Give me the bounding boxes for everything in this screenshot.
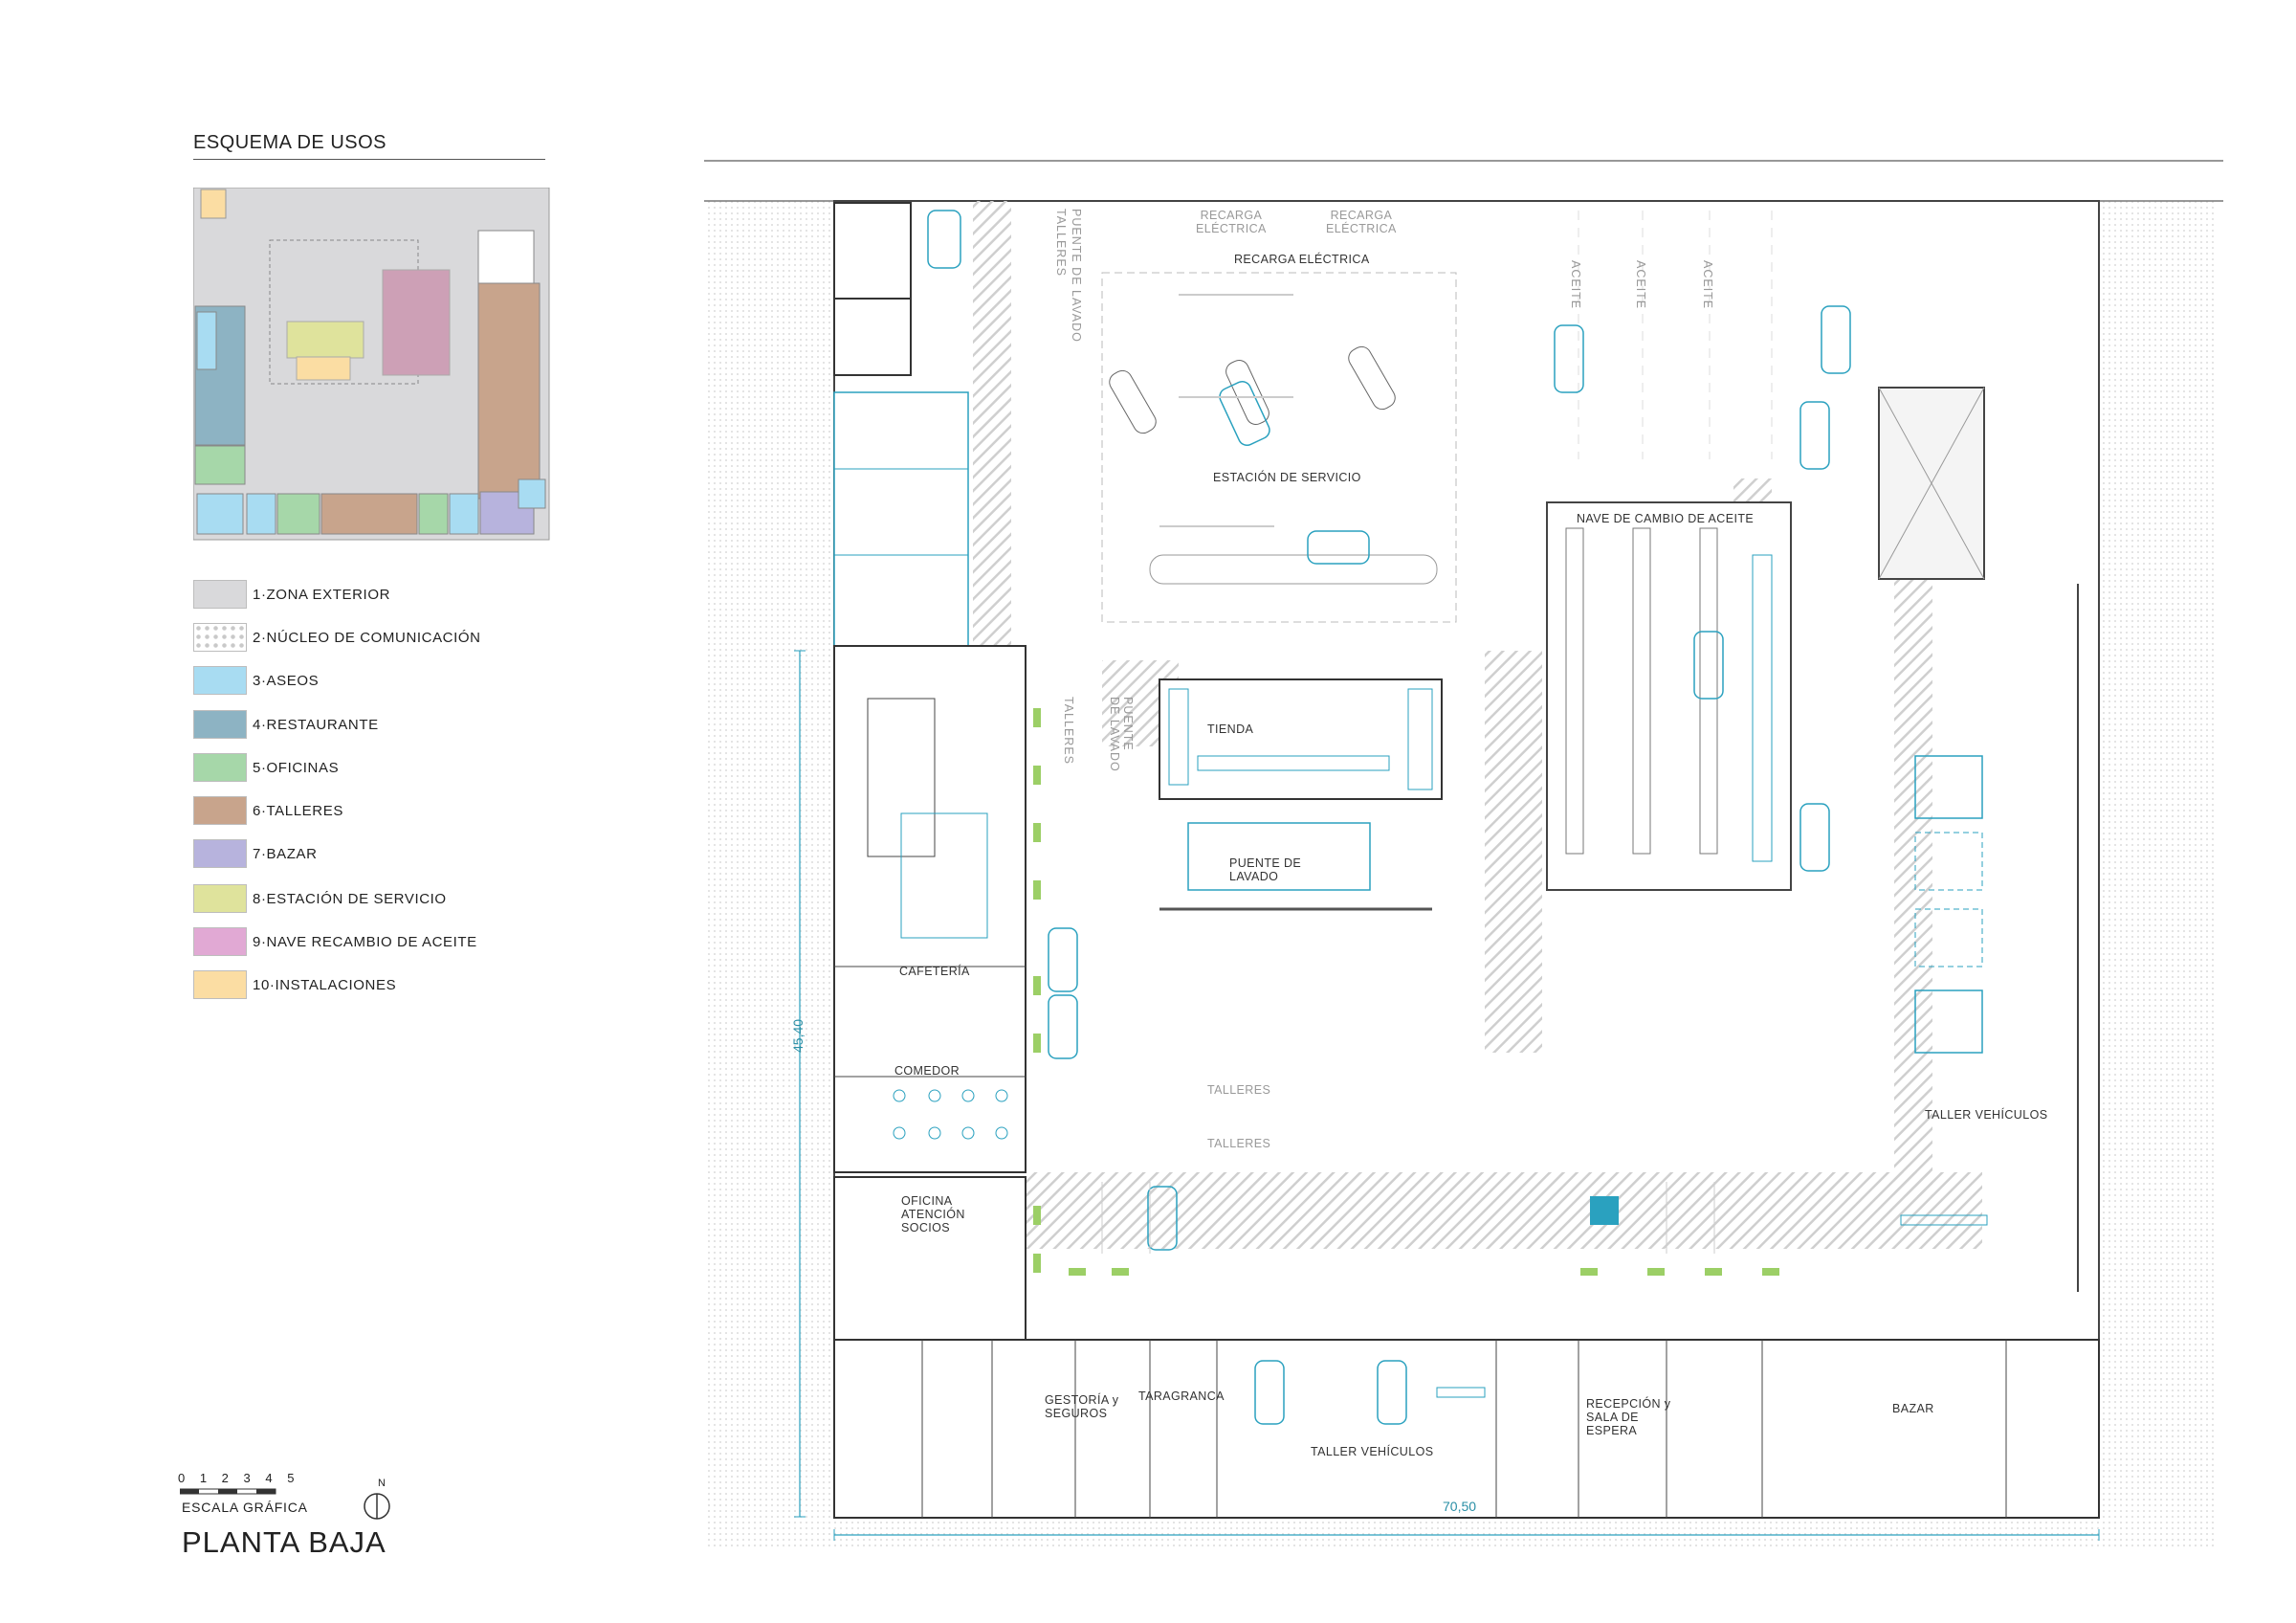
nave-label: NAVE DE CAMBIO DE ACEITE [1577,512,1755,525]
legend-label: 1·ZONA EXTERIOR [253,586,391,603]
legend-swatch [193,753,247,782]
floor-plan [704,160,2223,1550]
legend-label: 4·RESTAURANTE [253,716,379,733]
legend-label: 2·NÚCLEO DE COMUNICACIÓN [253,629,481,646]
recarga-main-label: RECARGA ELÉCTRICA [1234,253,1370,266]
legend-item: 4·RESTAURANTE [193,710,379,739]
talleres-vertical-label-mid: TALLERES [1062,697,1075,765]
legend-label: 10·INSTALACIONES [253,976,397,993]
legend-item: 9·NAVE RECAMBIO DE ACEITE [193,927,477,956]
legend-swatch [193,839,247,868]
height-dimension: 45,40 [790,1018,806,1053]
aceite-label-1: ACEITE [1569,260,1582,310]
puente-lavado-label: PUENTE DE LAVADO [1229,856,1302,883]
aceite-label-3: ACEITE [1701,260,1714,310]
legend-swatch [193,970,247,999]
recarga-label-2: RECARGA ELÉCTRICA [1326,209,1397,235]
north-arrow-icon [364,1493,390,1520]
legend-title: ESQUEMA DE USOS [193,132,386,153]
taragranca-label: TARAGRANCA [1138,1390,1225,1403]
scale-numbers: 0 1 2 3 4 5 [178,1471,300,1485]
puente-vertical-label-top: PUENTE DE LAVADO [1070,209,1083,343]
plan-title: PLANTA BAJA [182,1525,386,1559]
width-dimension: 70,50 [1443,1499,1477,1514]
legend-item: 3·ASEOS [193,666,319,695]
puente-vertical-label-mid: PUENTE DE LAVADO [1108,697,1135,772]
scale-label: ESCALA GRÁFICA [182,1500,308,1515]
scale-bar [180,1488,276,1495]
legend-item: 7·BAZAR [193,839,318,868]
gestoria-label: GESTORÍA y SEGUROS [1045,1393,1119,1420]
legend-item: 1·ZONA EXTERIOR [193,580,390,609]
legend-swatch [193,580,247,609]
aceite-label-2: ACEITE [1634,260,1647,310]
legend-item: 6·TALLERES [193,796,343,825]
legend-label: 5·OFICINAS [253,759,340,776]
tienda-label: TIENDA [1207,723,1254,736]
recarga-label-1: RECARGA ELÉCTRICA [1196,209,1267,235]
bazar-label: BAZAR [1892,1402,1934,1415]
legend-swatch [193,927,247,956]
comedor-label: COMEDOR [894,1064,960,1078]
legend-swatch [193,796,247,825]
talleres-label-1: TALLERES [1207,1083,1271,1097]
legend-item: 8·ESTACIÓN DE SERVICIO [193,884,447,913]
legend-divider [193,159,545,160]
legend-label: 3·ASEOS [253,672,320,689]
usage-scheme-map [193,188,550,541]
cafeteria-label: CAFETERÍA [899,965,970,978]
legend-label: 8·ESTACIÓN DE SERVICIO [253,890,447,907]
legend-swatch [193,666,247,695]
legend-item: 10·INSTALACIONES [193,970,396,999]
legend-item: 5·OFICINAS [193,753,339,782]
legend-label: 6·TALLERES [253,802,343,819]
legend-item: 2·NÚCLEO DE COMUNICACIÓN [193,623,481,652]
oficina-label: OFICINA ATENCIÓN SOCIOS [901,1194,965,1234]
north-label: N [378,1478,386,1489]
talleres-label-2: TALLERES [1207,1137,1271,1150]
taller-vehiculos-bottom-label: TALLER VEHÍCULOS [1311,1445,1434,1458]
legend-swatch [193,710,247,739]
talleres-vertical-label-top: TALLERES [1054,209,1068,277]
legend-swatch [193,623,247,652]
legend-label: 7·BAZAR [253,845,318,862]
legend-label: 9·NAVE RECAMBIO DE ACEITE [253,933,477,950]
estacion-label: ESTACIÓN DE SERVICIO [1213,471,1361,484]
legend-swatch [193,884,247,913]
taller-vehiculos-right-label: TALLER VEHÍCULOS [1925,1108,2048,1122]
recepcion-label: RECEPCIÓN y SALA DE ESPERA [1586,1397,1671,1437]
